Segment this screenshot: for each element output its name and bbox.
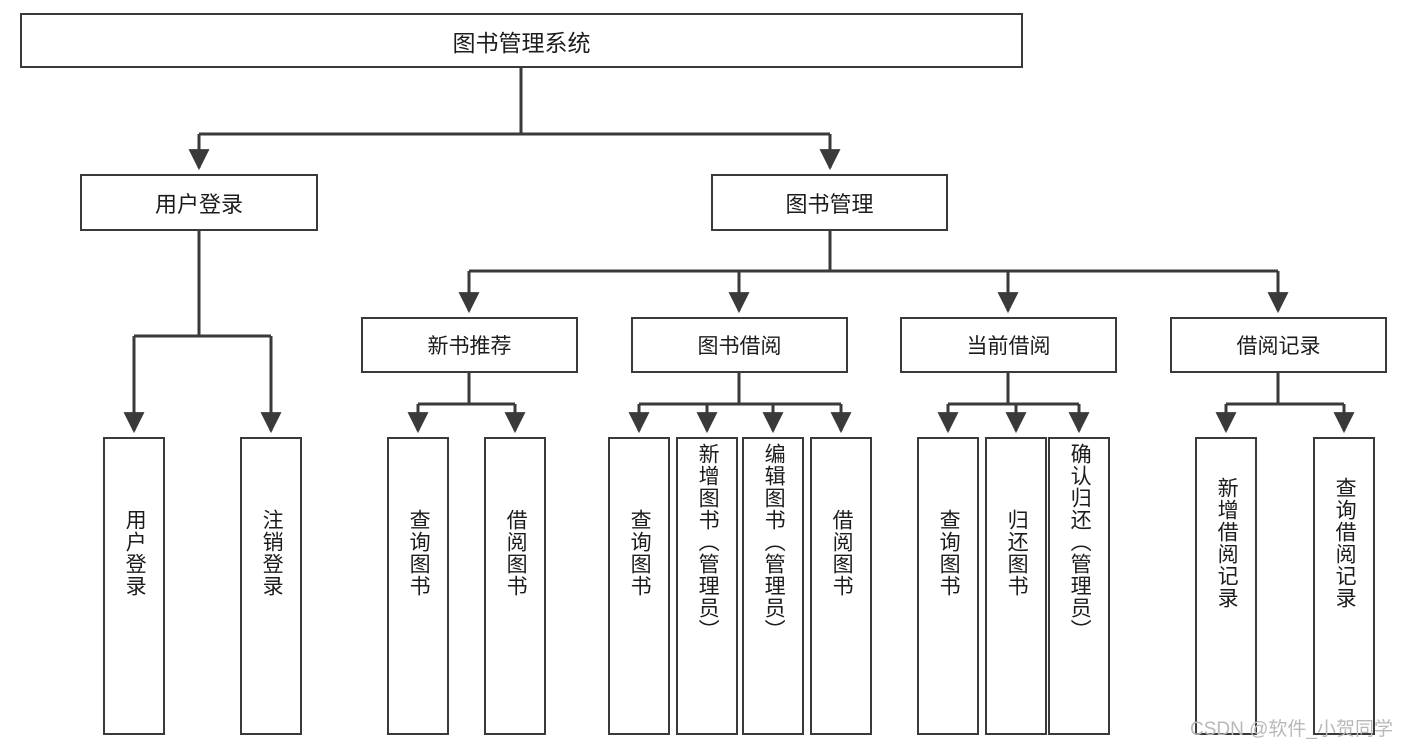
- node-user-login-label: 用户登录: [154, 191, 243, 217]
- node-borrow-record[interactable]: 借阅记录: [1170, 317, 1387, 373]
- leaf-borrow-book-recommend[interactable]: 借阅图书: [484, 437, 546, 735]
- leaf-borrow-book-recommend-label: 借阅图书: [504, 509, 528, 597]
- node-new-book-recommend[interactable]: 新书推荐: [361, 317, 578, 373]
- leaf-add-book-admin-label: 新增图书（管理员）: [696, 443, 720, 641]
- node-current-borrow[interactable]: 当前借阅: [900, 317, 1117, 373]
- node-root-label: 图书管理系统: [452, 29, 591, 56]
- leaf-query-book-recommend-label: 查询图书: [407, 509, 431, 597]
- leaf-query-book-current[interactable]: 查询图书: [917, 437, 979, 735]
- leaf-query-book-borrow[interactable]: 查询图书: [608, 437, 670, 735]
- leaf-logout-label: 注销登录: [260, 509, 284, 597]
- leaf-query-book-recommend[interactable]: 查询图书: [387, 437, 449, 735]
- leaf-add-book-admin[interactable]: 新增图书（管理员）: [676, 437, 738, 735]
- node-user-login[interactable]: 用户登录: [80, 174, 318, 231]
- leaf-query-borrow-record-label: 查询借阅记录: [1333, 477, 1357, 609]
- leaf-query-book-current-label: 查询图书: [937, 509, 961, 597]
- node-book-borrow-label: 图书借阅: [697, 335, 782, 358]
- leaf-confirm-return-admin-label: 确认归还（管理员）: [1068, 443, 1092, 641]
- leaf-logout[interactable]: 注销登录: [240, 437, 302, 735]
- leaf-user-login-label: 用户登录: [123, 509, 147, 597]
- leaf-borrow-book-label: 借阅图书: [830, 509, 854, 597]
- node-book-management-label: 图书管理: [785, 191, 874, 217]
- leaf-borrow-book[interactable]: 借阅图书: [810, 437, 872, 735]
- node-book-management[interactable]: 图书管理: [711, 174, 948, 231]
- leaf-return-book-label: 归还图书: [1005, 509, 1029, 597]
- node-root-system[interactable]: 图书管理系统: [20, 13, 1023, 68]
- node-book-borrow[interactable]: 图书借阅: [631, 317, 848, 373]
- leaf-query-borrow-record[interactable]: 查询借阅记录: [1313, 437, 1375, 735]
- watermark: CSDN @软件_小贺同学: [1190, 719, 1393, 740]
- leaf-add-borrow-record[interactable]: 新增借阅记录: [1195, 437, 1257, 735]
- leaf-return-book[interactable]: 归还图书: [985, 437, 1047, 735]
- leaf-edit-book-admin[interactable]: 编辑图书（管理员）: [742, 437, 804, 735]
- node-current-borrow-label: 当前借阅: [966, 335, 1051, 358]
- node-borrow-record-label: 借阅记录: [1236, 335, 1321, 358]
- leaf-confirm-return-admin[interactable]: 确认归还（管理员）: [1048, 437, 1110, 735]
- leaf-user-login[interactable]: 用户登录: [103, 437, 165, 735]
- leaf-edit-book-admin-label: 编辑图书（管理员）: [762, 443, 786, 641]
- node-new-book-recommend-label: 新书推荐: [427, 335, 512, 358]
- leaf-add-borrow-record-label: 新增借阅记录: [1215, 477, 1239, 609]
- leaf-query-book-borrow-label: 查询图书: [628, 509, 652, 597]
